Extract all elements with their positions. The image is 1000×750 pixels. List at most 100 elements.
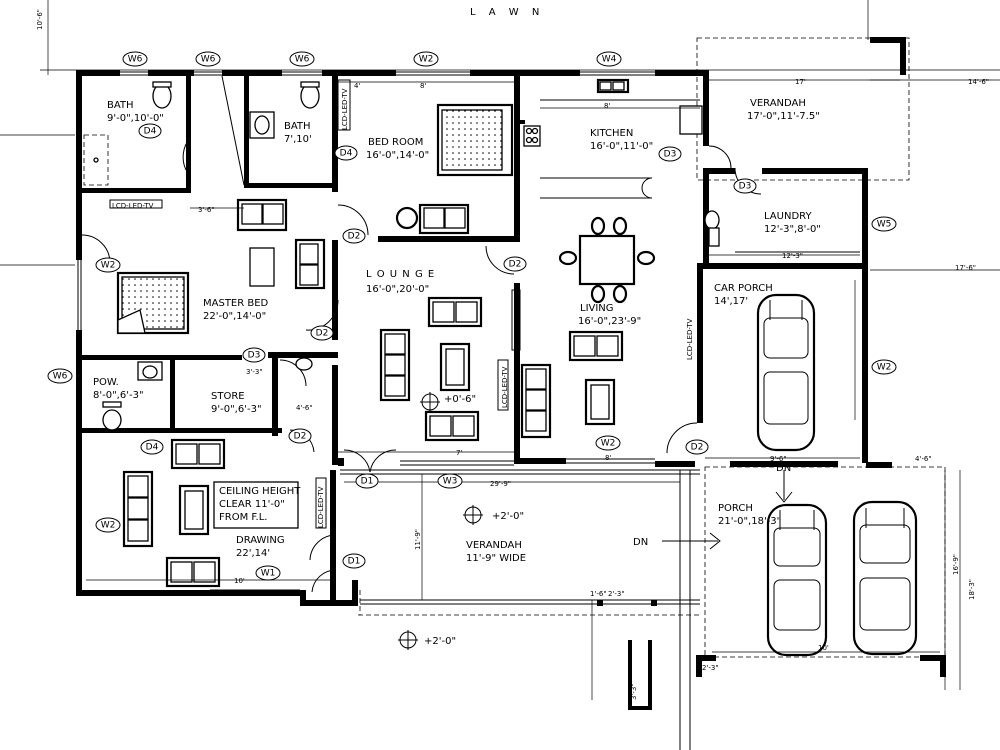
window-tag: W2 bbox=[101, 261, 116, 271]
door-tag: D3 bbox=[248, 351, 261, 361]
door-tag: D2 bbox=[509, 260, 522, 270]
window-tag: W6 bbox=[201, 55, 216, 65]
window-tag: W2 bbox=[419, 55, 434, 65]
dim-text: 10' bbox=[818, 644, 829, 652]
room-size-store: 9'-0",6'-3" bbox=[211, 404, 262, 415]
door-tag: D1 bbox=[348, 557, 361, 567]
window-tag: W6 bbox=[53, 372, 68, 382]
window-tag: W2 bbox=[877, 363, 892, 373]
tv-label: LCD-LED-TV bbox=[112, 202, 154, 210]
dim-text: 12'-3" bbox=[782, 252, 803, 260]
dim-text: 8' bbox=[420, 82, 426, 90]
dim-text: 10'-6" bbox=[36, 9, 44, 30]
bath1-fixtures bbox=[83, 81, 172, 186]
ceiling-note-line: FROM F.L. bbox=[219, 512, 267, 523]
down-label: DN bbox=[776, 463, 791, 474]
room-name-powder: POW. bbox=[93, 377, 119, 388]
cars bbox=[756, 293, 918, 657]
door-tag: D3 bbox=[739, 182, 752, 192]
room-name-drawing: DRAWING bbox=[236, 535, 285, 546]
dim-text: 3'-3" bbox=[246, 368, 263, 376]
room-name-bedroom: BED ROOM bbox=[368, 137, 423, 148]
room-size-kitchen: 16'-0",11'-0" bbox=[590, 141, 653, 152]
dim-text: 3'-3" bbox=[630, 683, 638, 700]
dim-text: 10' bbox=[234, 577, 245, 585]
dim-text: 8' bbox=[604, 102, 610, 110]
dim-text: 17' bbox=[795, 78, 806, 86]
ceiling-note-line: CEILING HEIGHT bbox=[219, 486, 301, 497]
door-tag: D2 bbox=[316, 329, 329, 339]
room-size-living: 16'-0",23'-9" bbox=[578, 316, 641, 327]
room-name-porch: PORCH bbox=[718, 503, 753, 514]
bath2-fixtures bbox=[221, 75, 320, 186]
level-marker: +0'-6" bbox=[444, 394, 476, 405]
master-bed-furniture bbox=[109, 198, 326, 335]
room-size-verandah-top: 17'-0",11'-7.5" bbox=[747, 111, 820, 122]
car-carporch bbox=[756, 293, 816, 452]
room-name-verandah-top: VERANDAH bbox=[750, 98, 806, 109]
ceiling-note-box bbox=[213, 481, 299, 529]
window-lines bbox=[77, 71, 867, 591]
door-tag: D1 bbox=[361, 477, 374, 487]
room-name-lounge: L O U N G E bbox=[366, 269, 435, 280]
tv-label: LCD-LED-TV bbox=[341, 88, 349, 130]
window-tag: W6 bbox=[295, 55, 310, 65]
door-tags: D4 D4 D3 D3 D2 D2 D2 D3 D2 D4 D1 D1 D2 bbox=[138, 123, 757, 569]
lawn-label: L A W N bbox=[470, 7, 544, 18]
room-size-bath2: 7',10' bbox=[284, 134, 312, 145]
door-tag: D2 bbox=[294, 432, 307, 442]
car-porch-right bbox=[852, 500, 918, 656]
dim-text: 4'-6" bbox=[296, 404, 313, 412]
room-name-verandah-front: VERANDAH bbox=[466, 540, 522, 551]
dim-text: 3'-6" bbox=[198, 206, 215, 214]
room-name-bath2: BATH bbox=[284, 121, 311, 132]
room-size-drawing: 22',14' bbox=[236, 548, 270, 559]
kitchen-fixtures bbox=[523, 78, 703, 199]
window-tag: W2 bbox=[101, 521, 116, 531]
room-name-bath1: BATH bbox=[107, 100, 134, 111]
dim-text: 2'-3" bbox=[608, 590, 625, 598]
down-label: DN bbox=[633, 537, 648, 548]
level-marker: +2'-0" bbox=[492, 511, 524, 522]
door-tag: D4 bbox=[144, 127, 157, 137]
room-size-porch: 21'-0",18'-3" bbox=[718, 516, 781, 527]
dim-text: 16'-9" bbox=[952, 554, 960, 575]
window-tags: W6 W6 W6 W2 W4 W5 W2 W2 W6 W2 W2 W1 W3 bbox=[47, 51, 897, 581]
powder-fixtures bbox=[102, 357, 313, 431]
dim-text: 2'-3" bbox=[702, 664, 719, 672]
room-name-car-porch: CAR PORCH bbox=[714, 283, 773, 294]
door-tag: D3 bbox=[664, 150, 677, 160]
room-size-lounge: 16'-0",20'-0" bbox=[366, 284, 429, 295]
room-size-car-porch: 14',17' bbox=[714, 296, 748, 307]
bedroom-furniture bbox=[337, 79, 514, 235]
door-tag: D4 bbox=[146, 443, 159, 453]
dim-text: 8' bbox=[605, 454, 611, 462]
drawing-furniture bbox=[122, 438, 327, 588]
room-name-master: MASTER BED bbox=[203, 298, 269, 309]
dashed-outlines bbox=[340, 37, 946, 750]
room-size-verandah-front: 11'-9" WIDE bbox=[466, 553, 526, 564]
room-size-bath1: 9'-0",10'-0" bbox=[107, 113, 164, 124]
room-name-living: LIVING bbox=[580, 303, 614, 314]
ceiling-note-line: CLEAR 11'-0" bbox=[219, 499, 285, 510]
dim-text: 29'-9" bbox=[490, 480, 511, 488]
dim-text: 17'-6" bbox=[955, 264, 976, 272]
car-porch-left bbox=[766, 503, 828, 657]
window-tag: W5 bbox=[877, 220, 892, 230]
door-tag: D2 bbox=[691, 443, 704, 453]
window-tag: W6 bbox=[128, 55, 143, 65]
tv-label: LCD-LED-TV bbox=[501, 366, 509, 408]
room-name-laundry: LAUNDRY bbox=[764, 211, 812, 222]
dim-text: 4' bbox=[354, 82, 360, 90]
dimension-lines bbox=[86, 79, 961, 700]
room-name-kitchen: KITCHEN bbox=[590, 128, 633, 139]
dim-text: 7' bbox=[456, 449, 462, 457]
window-tag: W1 bbox=[261, 569, 276, 579]
tv-label: LCD-LED-TV bbox=[686, 318, 694, 360]
room-name-store: STORE bbox=[211, 391, 245, 402]
laundry-fixtures bbox=[704, 210, 860, 253]
arrows bbox=[398, 470, 793, 650]
tv-label: LCD-LED-TV bbox=[317, 486, 325, 528]
lounge-furniture bbox=[379, 296, 509, 442]
